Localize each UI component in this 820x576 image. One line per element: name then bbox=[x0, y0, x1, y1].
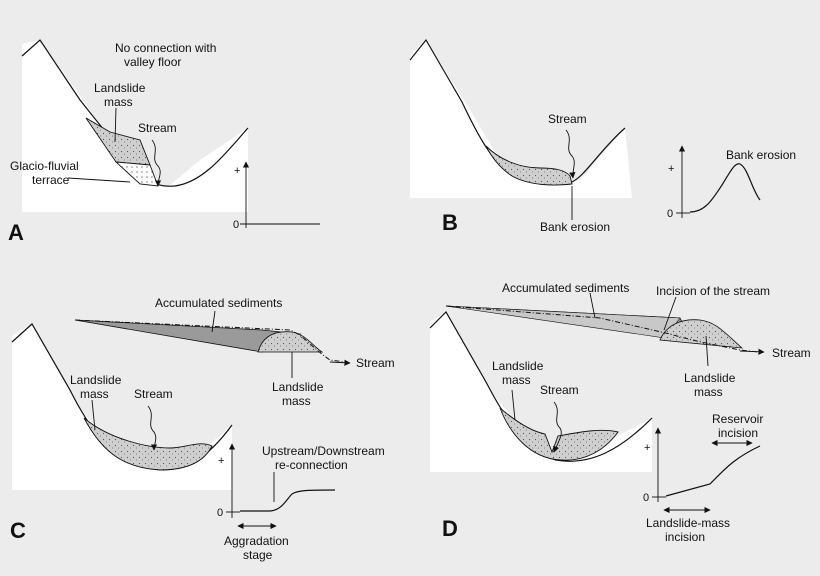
panel-d-stream-label: Stream bbox=[540, 383, 579, 397]
panel-c-profile-landslide-label-1: Landslide bbox=[272, 380, 324, 394]
panel-c-accumulated-sediments bbox=[74, 319, 302, 353]
panel-a-stream-arrow bbox=[151, 139, 162, 187]
panel-d-profile-landslide-label-1: Landslide bbox=[684, 371, 736, 385]
panel-b-letter: B bbox=[442, 210, 458, 235]
panel-a-terrace-leader bbox=[67, 177, 131, 183]
panel-a-landslide-leader bbox=[114, 107, 117, 143]
panel-b-bank-erosion-label: Bank erosion bbox=[540, 220, 610, 234]
panel-a-graph: + 0 bbox=[233, 161, 320, 231]
panel-c-letter: C bbox=[10, 518, 26, 543]
panel-d: Accumulated sediments Incision of the st… bbox=[429, 281, 811, 544]
panel-d-profile-landslide-mass bbox=[659, 319, 744, 349]
panel-d-landslide-mass bbox=[499, 407, 619, 461]
panel-b-landslide-mass bbox=[485, 145, 573, 186]
panel-d-landslide-incision-label-2: incision bbox=[665, 530, 705, 544]
panel-c-landslide-mass bbox=[83, 417, 213, 471]
panel-d-landslide-label-1: Landslide bbox=[492, 359, 544, 373]
panel-c-reconnection-curve bbox=[240, 489, 336, 512]
panel-d-incision-band bbox=[445, 305, 681, 339]
panel-b-graph-label: Bank erosion bbox=[726, 148, 796, 162]
panel-c-profile-landslide-mass bbox=[257, 331, 324, 353]
panel-d-profile-landslide-label-2: mass bbox=[694, 385, 723, 399]
panel-c-axis-zero: 0 bbox=[217, 507, 223, 519]
panel-a-letter: A bbox=[8, 220, 24, 245]
panel-c-landslide-label-1: Landslide bbox=[70, 373, 122, 387]
panel-c-profile-landslide-label-2: mass bbox=[282, 394, 311, 408]
panel-b-background bbox=[410, 40, 632, 198]
panel-a-axis-plus: + bbox=[234, 165, 240, 177]
panel-c-graph-label-2: re-connection bbox=[275, 458, 348, 472]
panel-b-bank-erosion-curve bbox=[689, 163, 761, 213]
panel-c-aggradation-label-2: stage bbox=[243, 548, 273, 562]
panel-c-accumulated-leader bbox=[211, 310, 216, 333]
panel-c-background bbox=[12, 324, 232, 490]
panel-b-axis-plus: + bbox=[668, 163, 674, 175]
panel-a-background bbox=[22, 40, 248, 212]
panel-b-graph: Bank erosion + 0 bbox=[667, 145, 796, 220]
panel-c-landslide-label-2: mass bbox=[80, 387, 109, 401]
panel-a-landslide-mass bbox=[85, 117, 151, 166]
panel-a-terrace-label-2: terrace bbox=[32, 173, 70, 187]
panel-b-stream-label: Stream bbox=[548, 112, 587, 126]
panel-d-graph: Reservoir incision Landslide-mass incisi… bbox=[643, 412, 763, 544]
panel-c-graph-label-1: Upstream/Downstream bbox=[262, 444, 385, 458]
panel-c-graph: Upstream/Downstream re-connection Aggrad… bbox=[217, 443, 385, 562]
panel-c-accumulated-label: Accumulated sediments bbox=[155, 296, 282, 310]
panel-d-axis-plus: + bbox=[644, 442, 650, 454]
panel-c-stream-label: Stream bbox=[134, 387, 173, 401]
panel-d-profile-landslide-leader bbox=[705, 335, 709, 367]
panel-d-axis-zero: 0 bbox=[643, 492, 649, 504]
panel-d-incision-curve bbox=[665, 445, 761, 497]
panel-d-landslide-leader bbox=[511, 389, 516, 421]
panel-d-background bbox=[430, 312, 652, 472]
panel-c-landslide-leader bbox=[91, 399, 96, 431]
panel-a-stream-label: Stream bbox=[138, 121, 177, 135]
panel-a-terrace-label-1: Glacio-fluvial bbox=[10, 159, 79, 173]
panel-d-stream-long-label: Stream bbox=[772, 346, 811, 360]
panel-a-no-connection-label-1: No connection with bbox=[115, 41, 216, 55]
panel-c-stream-arrow bbox=[147, 405, 158, 451]
panel-d-incision-leader bbox=[663, 296, 677, 331]
panel-d-accumulated-label: Accumulated sediments bbox=[502, 281, 629, 295]
panel-c-aggradation-label-1: Aggradation bbox=[224, 534, 289, 548]
panel-d-landslide-incision-label-1: Landslide-mass bbox=[646, 516, 730, 530]
panel-d-reservoir-label-1: Reservoir bbox=[712, 412, 763, 426]
panel-a-no-connection-label-2: valley floor bbox=[124, 55, 181, 69]
panel-d-reservoir-label-2: incision bbox=[718, 426, 758, 440]
panel-d-stream-arrow bbox=[553, 401, 562, 453]
panel-a-axis-zero: 0 bbox=[233, 219, 239, 231]
panel-c: Accumulated sediments Stream Landslide m… bbox=[10, 296, 395, 562]
panel-d-stream-profile bbox=[445, 305, 759, 353]
panel-c-axis-plus: + bbox=[218, 455, 224, 467]
panel-a-landslide-label-1: Landslide bbox=[94, 81, 146, 95]
panel-b-stream-arrow bbox=[565, 129, 576, 179]
panel-c-stream-long-label: Stream bbox=[356, 356, 395, 370]
panel-b-axis-zero: 0 bbox=[667, 208, 673, 220]
panel-a-landslide-label-2: mass bbox=[104, 95, 133, 109]
panel-d-letter: D bbox=[442, 516, 458, 541]
panel-b: Stream Bank erosion B Bank erosion + 0 bbox=[409, 38, 796, 235]
panel-d-incision-label: Incision of the stream bbox=[656, 284, 770, 298]
panel-a: No connection with valley floor Landslid… bbox=[8, 39, 320, 245]
panel-d-accumulated-leader bbox=[589, 292, 596, 319]
panel-d-landslide-label-2: mass bbox=[502, 373, 531, 387]
